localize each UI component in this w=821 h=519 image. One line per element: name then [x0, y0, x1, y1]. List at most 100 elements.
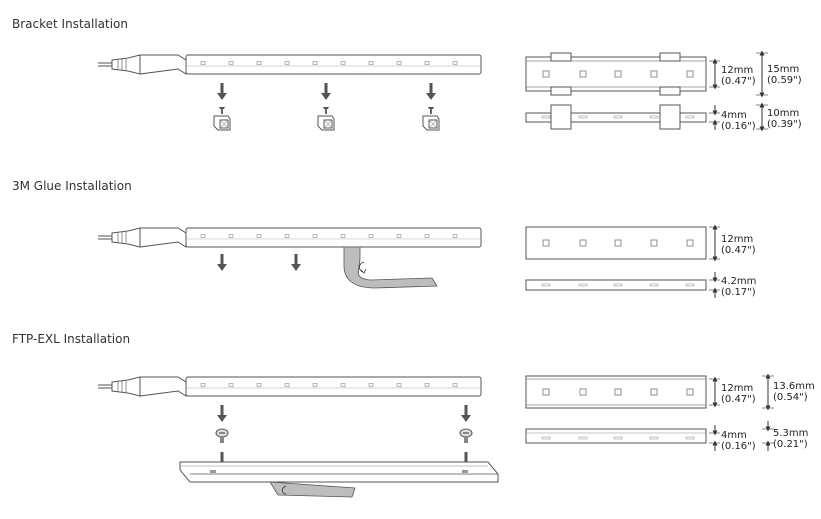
led-chip: [284, 61, 290, 65]
led-chip: [613, 115, 623, 119]
led-chip: [396, 61, 402, 65]
dim-bracket-side-inner-in: (0.16"): [721, 121, 756, 132]
led-chip: [542, 388, 550, 396]
glue-top-view: [525, 226, 707, 260]
led-chip: [396, 383, 402, 387]
dim-bracket-top-outer-mm: 15mm: [767, 64, 799, 75]
dim-bracket-top-outer: 15mm (0.59"): [756, 50, 802, 98]
led-chip: [685, 436, 695, 440]
led-chip: [650, 388, 658, 396]
ftp-strip: [98, 376, 482, 397]
dim-bracket-side-inner-mm: 4mm: [721, 110, 747, 121]
led-chip: [424, 383, 430, 387]
dim-ftp-side-outer-mm: 5.3mm: [773, 428, 808, 439]
led-chip: [312, 61, 318, 65]
led-chip: [452, 234, 458, 238]
led-chip: [649, 115, 659, 119]
dim-ftp-side-inner-mm: 4mm: [721, 430, 747, 441]
led-chip: [685, 283, 695, 287]
dim-glue-top-in: (0.47"): [721, 245, 756, 256]
led-chip: [340, 61, 346, 65]
ftp-arrow-2: [461, 405, 471, 422]
dim-ftp-side-inner-in: (0.16"): [721, 441, 756, 452]
led-chip: [614, 388, 622, 396]
dim-bracket-top-inner-in: (0.47"): [721, 76, 756, 87]
ftp-screw-2: [459, 428, 473, 444]
led-chip: [613, 436, 623, 440]
bracket-arrow-2: [321, 83, 331, 100]
bracket-top-view: [525, 52, 707, 96]
led-chip: [542, 70, 550, 78]
led-chip: [284, 383, 290, 387]
ftp-top-view: [525, 375, 707, 409]
dim-ftp-top-outer-in: (0.54"): [773, 392, 808, 403]
led-chip: [228, 61, 234, 65]
dim-ftp-top-inner-mm: 12mm: [721, 383, 753, 394]
dim-ftp-top-outer-mm: 13.6mm: [773, 381, 815, 392]
led-chip: [368, 61, 374, 65]
ftp-side-view: [525, 428, 707, 444]
led-chip: [228, 234, 234, 238]
ftp-tape-peel: [269, 481, 356, 498]
led-chip: [424, 61, 430, 65]
led-chip: [396, 234, 402, 238]
led-chip: [256, 234, 262, 238]
dim-bracket-top-inner-mm: 12mm: [721, 65, 753, 76]
section-title-bracket: Bracket Installation: [12, 17, 129, 31]
led-chip: [578, 115, 588, 119]
led-chip: [340, 383, 346, 387]
dim-glue-top: 12mm (0.47"): [709, 224, 756, 262]
led-chip: [686, 388, 694, 396]
ftp-profile-channel: [179, 461, 499, 483]
dim-bracket-side-outer-in: (0.39"): [767, 119, 802, 130]
bracket-clip-3: [422, 106, 440, 131]
dim-ftp-side-inner: 4mm (0.16"): [709, 425, 756, 452]
led-chip: [200, 383, 206, 387]
led-chip: [650, 70, 658, 78]
led-chip: [256, 383, 262, 387]
glue-strip: [98, 227, 482, 248]
bracket-clip-1: [213, 106, 231, 131]
led-chip: [312, 383, 318, 387]
bracket-arrow-3: [426, 83, 436, 100]
led-chip: [685, 115, 695, 119]
led-chip: [452, 383, 458, 387]
led-chip: [614, 70, 622, 78]
dim-glue-side: 4.2mm (0.17"): [709, 272, 756, 298]
led-chip: [578, 283, 588, 287]
led-chip: [542, 239, 550, 247]
led-chip: [424, 234, 430, 238]
led-chip: [452, 61, 458, 65]
led-chip: [541, 283, 551, 287]
led-chip: [541, 115, 551, 119]
led-chip: [368, 383, 374, 387]
dim-bracket-side-inner: 4mm (0.16"): [709, 105, 756, 132]
dim-glue-side-in: (0.17"): [721, 287, 756, 298]
glue-arrow-2: [291, 254, 301, 271]
led-chip: [256, 61, 262, 65]
dim-ftp-top-inner-in: (0.47"): [721, 394, 756, 405]
led-chip: [578, 436, 588, 440]
ftp-screw-1: [215, 428, 229, 444]
led-chip: [686, 70, 694, 78]
led-chip: [541, 436, 551, 440]
bracket-strip: [98, 54, 482, 75]
glue-tape-peel: [343, 246, 438, 289]
led-chip: [200, 61, 206, 65]
dim-ftp-side-outer-in: (0.21"): [773, 439, 808, 450]
led-chip: [686, 239, 694, 247]
dim-ftp-top-outer: 13.6mm (0.54"): [762, 373, 815, 411]
led-chip: [579, 70, 587, 78]
led-chip: [650, 239, 658, 247]
led-chip: [200, 234, 206, 238]
led-chip: [368, 234, 374, 238]
led-chip: [579, 239, 587, 247]
section-title-glue: 3M Glue Installation: [12, 179, 132, 193]
led-chip: [579, 388, 587, 396]
glue-side-view: [525, 279, 707, 291]
ftp-arrow-1: [217, 405, 227, 422]
led-chip: [284, 234, 290, 238]
dim-bracket-side-outer-mm: 10mm: [767, 108, 799, 119]
led-chip: [649, 436, 659, 440]
